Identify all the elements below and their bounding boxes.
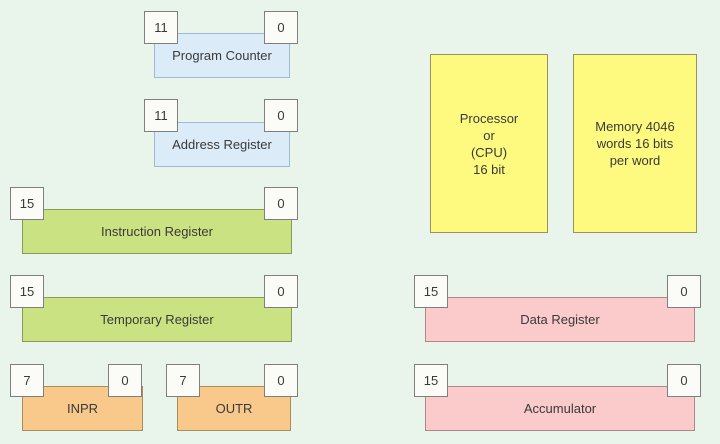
temporary-register-low-bit-box: 0: [264, 275, 298, 308]
data-register: Data Register: [425, 297, 695, 342]
processor-block: Processor or (CPU) 16 bit: [430, 54, 548, 233]
accumulator-label: Accumulator: [523, 401, 597, 416]
data-register-label: Data Register: [520, 312, 600, 327]
memory-block-line: Memory 4046: [595, 119, 675, 134]
instruction-register-label: Instruction Register: [101, 224, 213, 239]
memory-block-line: words 16 bits: [596, 136, 674, 151]
outr-label: OUTR: [215, 401, 253, 416]
inpr-label: INPR: [66, 401, 99, 416]
address-register-high-bit-box: 11: [144, 99, 178, 132]
instruction-register-low-bit-box: 0: [264, 187, 298, 220]
processor-block-text: Processor or (CPU) 16 bit: [460, 110, 519, 178]
accumulator-low-bit-box: 0: [667, 364, 701, 397]
memory-block: Memory 4046 words 16 bits per word: [573, 54, 697, 233]
temporary-register-high-bit-box: 15: [10, 275, 44, 308]
memory-block-text: Memory 4046 words 16 bits per word: [595, 118, 674, 169]
processor-block-line: or: [483, 127, 495, 143]
address-register-label: Address Register: [172, 137, 272, 152]
inpr-high-bit-box: 7: [10, 364, 44, 397]
temporary-register-label: Temporary Register: [100, 312, 214, 327]
instruction-register: Instruction Register: [22, 209, 292, 254]
temporary-register: Temporary Register: [22, 297, 292, 342]
accumulator-high-bit-box: 15: [414, 364, 448, 397]
program-counter-low-bit-box: 0: [264, 11, 298, 44]
data-register-high-bit-box: 15: [414, 275, 448, 308]
inpr-low-bit-box: 0: [108, 364, 142, 397]
processor-block-line: 16 bit: [473, 161, 505, 177]
instruction-register-high-bit-box: 15: [10, 187, 44, 220]
accumulator-register: Accumulator: [425, 386, 695, 431]
processor-block-line: (CPU): [470, 144, 508, 160]
data-register-low-bit-box: 0: [667, 275, 701, 308]
outr-high-bit-box: 7: [166, 364, 200, 397]
address-register-low-bit-box: 0: [264, 99, 298, 132]
outr-low-bit-box: 0: [264, 364, 298, 397]
program-counter-label: Program Counter: [172, 48, 272, 63]
memory-block-line: per word: [609, 153, 661, 168]
program-counter-high-bit-box: 11: [144, 11, 178, 44]
processor-block-line: Processor: [459, 110, 519, 126]
